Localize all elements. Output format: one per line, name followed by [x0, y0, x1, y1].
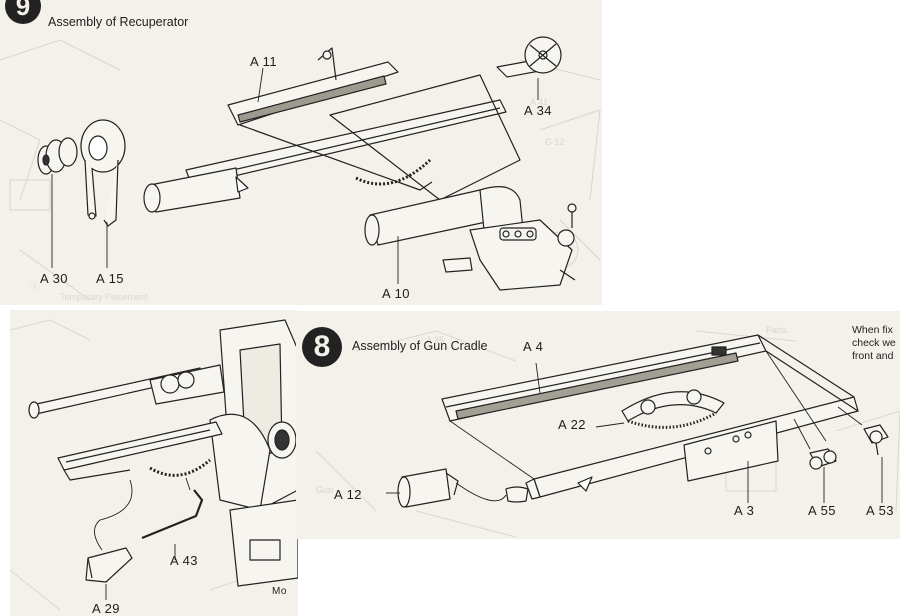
part-a34-drawing	[496, 36, 562, 78]
part-a43-drawing	[141, 489, 204, 540]
svg-text:Gun: Gun	[316, 485, 333, 495]
side-note-line-3: front and	[852, 350, 894, 362]
part-label-a10: A 10	[382, 286, 411, 301]
part-a4-drawing	[441, 334, 767, 422]
part-a29-drawing	[85, 547, 133, 583]
part-a3-drawing	[525, 334, 859, 500]
svg-text:A 41: A 41	[530, 97, 548, 107]
part-label-a12: A 12	[334, 487, 363, 502]
gun-cradle-drawing	[386, 334, 889, 508]
part-label-a29: A 29	[92, 601, 121, 616]
part-a55-drawing	[809, 448, 837, 470]
part-a15-drawing	[80, 119, 126, 227]
gun-mount-drawing	[28, 319, 298, 600]
svg-text:G 12: G 12	[545, 137, 565, 147]
part-label-a55: A 55	[808, 503, 837, 518]
recuperator-drawing	[37, 36, 577, 291]
elevation-gear-arc	[355, 158, 432, 186]
trunnion-mount	[442, 203, 577, 291]
part-label-a53: A 53	[866, 503, 895, 518]
part-a11-drawing	[227, 47, 399, 126]
svg-text:Temporary Placement: Temporary Placement	[60, 292, 148, 302]
part-label-a43: A 43	[170, 553, 199, 568]
leader-lines	[94, 477, 191, 600]
part-label-a3: A 3	[734, 503, 755, 518]
part-label-a11: A 11	[250, 54, 278, 69]
svg-text:ⓐ: ⓐ	[30, 282, 39, 292]
side-note-line-2: check we	[852, 337, 896, 349]
side-note-line-1: When fix	[852, 324, 893, 336]
mount-body	[209, 319, 298, 587]
part-a12-drawing	[397, 468, 529, 508]
front-cylinder	[143, 167, 249, 213]
part-label-a15: A 15	[96, 271, 125, 286]
part-a30-drawing	[37, 137, 78, 175]
step-number-badge: 8	[302, 327, 342, 367]
svg-text:Parts: Parts	[766, 325, 788, 335]
side-note: When fix check we front and	[852, 324, 896, 363]
panel-step-7-fragment: A 43 A 29 Mo	[10, 310, 298, 616]
cradle-rail	[57, 421, 223, 481]
caption-fragment: Mo	[272, 586, 287, 597]
step-title: Assembly of Gun Cradle	[352, 339, 488, 353]
part-label-a4: A 4	[523, 339, 544, 354]
barrel	[28, 364, 225, 419]
leader-lines	[51, 67, 539, 284]
part-a22-drawing	[621, 389, 725, 429]
part-label-a22: A 22	[558, 417, 587, 432]
leader-lines	[386, 350, 883, 503]
svg-text:A 35: A 35	[426, 335, 444, 345]
part-label-a34: A 34	[524, 103, 553, 118]
step-title: Assembly of Recuperator	[48, 15, 189, 29]
part-label-a30: A 30	[40, 271, 69, 286]
part-a53-drawing	[863, 424, 889, 456]
